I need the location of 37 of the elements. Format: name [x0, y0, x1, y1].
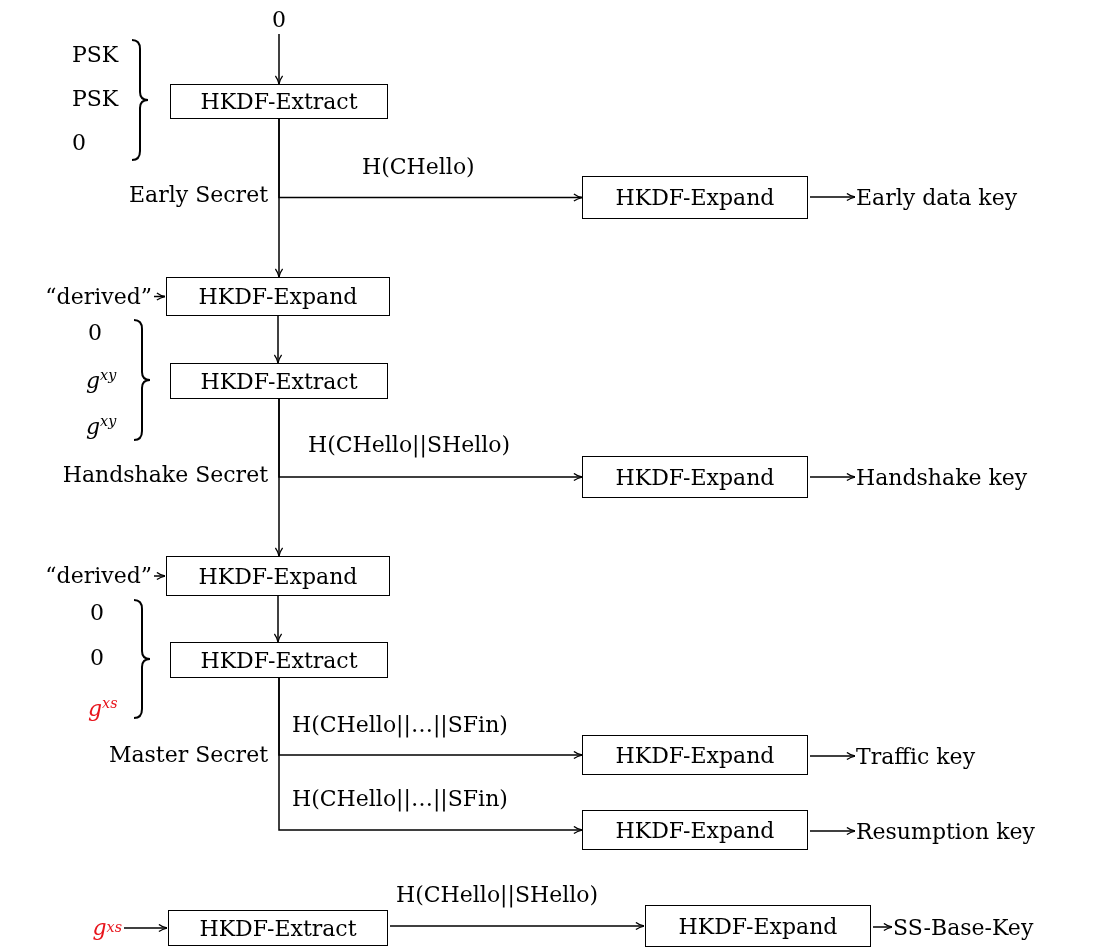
process-box: HKDF-Expand — [582, 176, 808, 219]
text-label: SS-Base-Key — [893, 908, 1108, 946]
process-box: HKDF-Expand — [582, 456, 808, 498]
text-label: Early Secret — [129, 181, 268, 209]
process-box: HKDF-Expand — [582, 810, 808, 850]
text-label: PSK — [72, 85, 119, 113]
process-box: HKDF-Expand — [166, 277, 390, 316]
text-label: “derived” — [4, 559, 152, 591]
text-label: “derived” — [4, 280, 152, 312]
process-box: HKDF-Extract — [168, 910, 388, 946]
math-term: g$^{xs}$ — [60, 910, 122, 944]
edge-label: H(CHello||SHello) — [396, 881, 599, 910]
math-term: g$^{xs}$ — [88, 694, 118, 724]
process-box: HKDF-Expand — [166, 556, 390, 596]
process-box: HKDF-Extract — [170, 363, 388, 399]
text-label: PSK — [72, 41, 119, 69]
text-label: Early data key — [856, 178, 1076, 216]
process-box: HKDF-Expand — [645, 905, 871, 947]
process-box: HKDF-Extract — [170, 84, 388, 119]
process-box: HKDF-Extract — [170, 642, 388, 678]
text-label: 0 — [265, 4, 293, 34]
edge-label: H(CHello||SHello) — [308, 431, 511, 460]
edge-label: H(CHello) — [362, 153, 475, 181]
text-label: 0 — [90, 599, 104, 627]
text-label: Traffic key — [856, 737, 1026, 775]
edge-label: H(CHello||…||SFin) — [292, 711, 508, 740]
text-label: Master Secret — [108, 741, 268, 769]
math-term: g$^{xy}$ — [86, 412, 117, 442]
process-box: HKDF-Expand — [582, 735, 808, 775]
text-label: Handshake key — [856, 458, 1086, 496]
edge-label: H(CHello||…||SFin) — [292, 785, 508, 814]
math-term: g$^{xy}$ — [86, 366, 117, 396]
text-label: 0 — [88, 319, 102, 347]
text-label: 0 — [90, 644, 104, 672]
text-label: 0 — [72, 129, 86, 157]
text-label: Resumption key — [856, 812, 1096, 850]
text-label: Handshake Secret — [62, 461, 268, 489]
